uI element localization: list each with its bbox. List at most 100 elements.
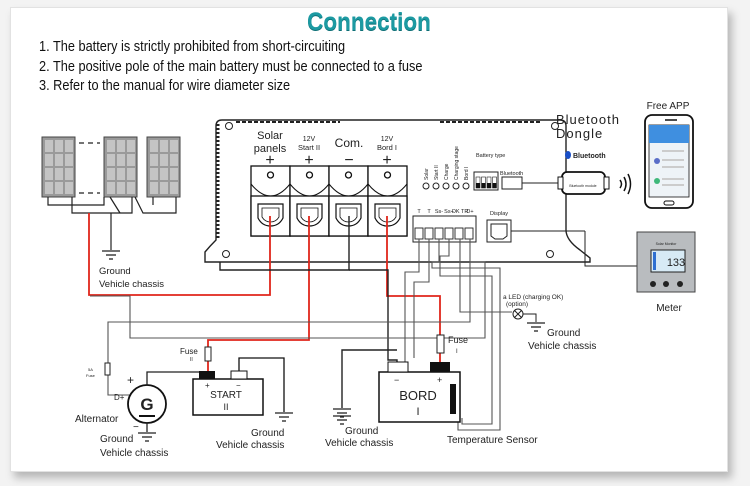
note-item: 1. The battery is strictly prohibited fr…: [39, 39, 346, 55]
bord-minus: −: [394, 375, 399, 385]
display-port-label: Display: [490, 211, 508, 217]
charging-led: a LED (charging OK) (option) Ground Vehi…: [503, 294, 596, 352]
led-chassis-label: Vehicle chassis: [528, 341, 596, 352]
led-label-charge: Charge: [444, 163, 450, 180]
page-title: Connection: [307, 8, 431, 36]
meter-button[interactable]: [677, 281, 683, 287]
alternator-fuse-label: Fuse: [86, 373, 96, 378]
solar-panel-array: Ground Vehicle chassis: [41, 136, 181, 290]
bluetooth-title-1: Bluetooth: [556, 112, 620, 127]
solar-chassis-label: Vehicle chassis: [99, 279, 164, 290]
alternator-fuse-rating: 5A: [88, 367, 93, 372]
alternator-ground-label: Ground: [100, 434, 133, 445]
meter-label: Meter: [656, 303, 682, 314]
terminal-solar-polarity: +: [265, 152, 274, 169]
bluetooth-dongle: Bluetooth Dongle Bluetooth Bluetooth mod…: [522, 112, 632, 195]
led-indicator: [432, 182, 440, 190]
led-indicator: [422, 182, 430, 190]
meter-display: 133 Solar Monitor Meter: [511, 230, 696, 314]
solar-ground-label: Ground: [99, 266, 131, 277]
terminal-solar-label-2: panels: [254, 143, 287, 155]
alternator-chassis-label: Vehicle chassis: [100, 448, 168, 459]
bluetooth-title-2: Dongle: [556, 126, 603, 141]
bord-fuse-label: Fuse: [448, 335, 468, 345]
start-battery: Fuse II + − START II Ground Vehicle chas…: [180, 346, 294, 451]
pin-label: Ss-: [435, 209, 443, 215]
terminal-bord-label-1: 12V: [381, 136, 394, 143]
terminal-bord-label-2: Bord I: [377, 143, 397, 152]
led-label-solar: Solar: [424, 168, 430, 180]
start-battery-index: II: [223, 402, 228, 412]
terminal-com-polarity: −: [344, 152, 353, 169]
start-fuse: [204, 346, 212, 362]
alternator-dplus: D+: [114, 393, 125, 402]
charge-controller: Solar panels + 12V Start II + Com. − 12V…: [204, 119, 591, 263]
start-battery-name: START: [210, 390, 242, 401]
bord-ground-label: Ground: [345, 426, 378, 437]
alternator-minus: −: [133, 422, 139, 433]
led-label-charging-stage: Charging stage: [454, 146, 460, 180]
note-item: 3. Refer to the manual for wire diameter…: [39, 78, 291, 94]
bluetooth-port: [501, 176, 523, 190]
start-plus: +: [205, 381, 210, 390]
led-label-start: Start II: [434, 165, 440, 180]
start-ground-label: Ground: [251, 428, 284, 439]
bord-battery-index: I: [416, 406, 419, 418]
terminal-start-polarity: +: [304, 152, 313, 169]
battery-type-label: Battery type: [476, 153, 505, 159]
terminal-start-label-2: Start II: [298, 143, 320, 152]
start-negative-terminal: [230, 370, 248, 380]
solar-panel: [146, 136, 181, 198]
alternator-fuse: [104, 362, 111, 376]
solar-panel: [41, 136, 76, 198]
led-label-2: (option): [506, 301, 528, 308]
temperature-sensor: [450, 384, 456, 414]
start-chassis-label: Vehicle chassis: [216, 440, 284, 451]
bord-positive-terminal: [430, 362, 450, 372]
bord-fuse: [436, 334, 445, 354]
wireless-signal-icon: [619, 173, 632, 195]
led-indicator: [462, 182, 470, 190]
app-label: Free APP: [647, 101, 690, 112]
bord-battery-name: BORD: [399, 388, 437, 403]
bord-negative-terminal: [387, 361, 409, 373]
bord-fuse-index: I: [456, 349, 458, 355]
bluetooth-module-text: Bluetooth module: [569, 184, 596, 188]
phone-app: Free APP: [644, 101, 694, 209]
signal-terminal-block: [412, 215, 477, 243]
alternator: 5A Fuse G + D+ − Alternator Ground Vehic…: [75, 362, 199, 459]
display-port: [486, 219, 512, 243]
temperature-sensor-label: Temperature Sensor: [447, 435, 538, 446]
led-indicator: [452, 182, 460, 190]
terminal-bord-polarity: +: [382, 152, 391, 169]
note-item: 2. The positive pole of the main battery…: [39, 58, 423, 75]
meter-reading: 133: [667, 257, 685, 269]
alternator-label: Alternator: [75, 414, 119, 425]
start-positive-terminal: [199, 371, 215, 379]
start-minus: −: [236, 381, 241, 390]
bluetooth-logo-text: Bluetooth: [573, 153, 606, 160]
alternator-symbol: G: [140, 395, 153, 414]
led-indicator: [442, 182, 450, 190]
pin-label: T: [427, 209, 431, 215]
pin-label: D+: [466, 209, 473, 215]
pin-label: T: [417, 209, 421, 215]
bord-chassis-label: Vehicle chassis: [325, 438, 393, 449]
terminal-start-label-1: 12V: [303, 136, 316, 143]
solar-panel: [103, 136, 138, 198]
start-fuse-label: Fuse: [180, 347, 198, 356]
bluetooth-port-label: Bluetooth: [500, 171, 523, 177]
bord-plus: +: [437, 375, 442, 385]
terminal-com-label: Com.: [335, 136, 364, 150]
meter-button[interactable]: [663, 281, 669, 287]
meter-button[interactable]: [650, 281, 656, 287]
notes-list: 1. The battery is strictly prohibited fr…: [39, 38, 423, 97]
led-ground-label: Ground: [547, 328, 580, 339]
bord-battery: Fuse I − + BORD I Ground Vehicle chassis…: [325, 334, 538, 449]
battery-type-dip-switch[interactable]: [473, 171, 499, 191]
start-fuse-index: II: [190, 357, 193, 363]
pin-label: Ss+: [444, 209, 454, 215]
led-label-1: a LED (charging OK): [503, 294, 563, 301]
terminal-solar-label-1: Solar: [257, 130, 283, 142]
